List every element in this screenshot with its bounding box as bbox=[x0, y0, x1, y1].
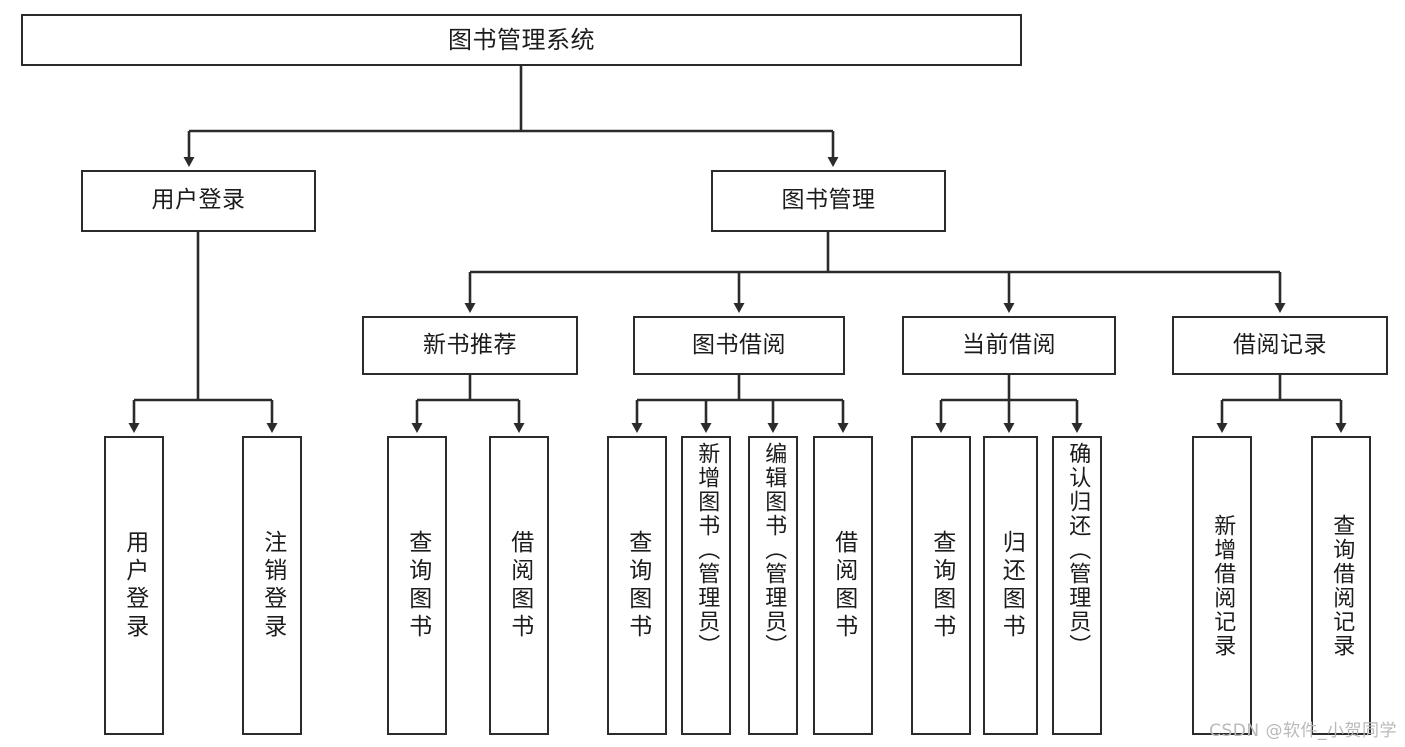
node-label: 借阅图书 bbox=[506, 529, 533, 642]
leaf-logout[interactable]: 注销登录 bbox=[242, 436, 302, 735]
leaf-return-book[interactable]: 归还图书 bbox=[983, 436, 1038, 735]
node-borrow-record[interactable]: 借阅记录 bbox=[1172, 316, 1388, 375]
watermark: CSDN @软件_小贺同学 bbox=[1209, 721, 1397, 741]
node-label: 归还图书 bbox=[998, 529, 1025, 642]
leaf-add-borrow-record[interactable]: 新增借阅记录 bbox=[1192, 436, 1252, 735]
node-new-book-recommend[interactable]: 新书推荐 bbox=[362, 316, 578, 375]
leaf-borrow-book[interactable]: 借阅图书 bbox=[813, 436, 873, 735]
node-label: 借阅记录 bbox=[1233, 331, 1327, 358]
node-book-management[interactable]: 图书管理 bbox=[711, 170, 946, 232]
node-label: 查询图书 bbox=[928, 529, 955, 642]
leaf-add-book-admin[interactable]: 新增图书（管理员） bbox=[681, 436, 731, 735]
node-label: 新书推荐 bbox=[423, 331, 517, 358]
node-label: 编辑图书（管理员） bbox=[761, 442, 787, 658]
leaf-borrow-book-newbook[interactable]: 借阅图书 bbox=[489, 436, 549, 735]
leaf-query-book-borrow[interactable]: 查询图书 bbox=[607, 436, 667, 735]
node-book-borrow[interactable]: 图书借阅 bbox=[633, 316, 845, 375]
node-label: 图书借阅 bbox=[692, 331, 786, 358]
node-user-login[interactable]: 用户登录 bbox=[81, 170, 316, 232]
leaf-query-borrow-record[interactable]: 查询借阅记录 bbox=[1311, 436, 1371, 735]
node-label: 用户登录 bbox=[121, 529, 148, 642]
node-current-borrow[interactable]: 当前借阅 bbox=[902, 316, 1116, 375]
leaf-edit-book-admin[interactable]: 编辑图书（管理员） bbox=[748, 436, 798, 735]
node-label: 注销登录 bbox=[259, 529, 286, 642]
node-label: 查询图书 bbox=[624, 529, 651, 642]
node-label: 当前借阅 bbox=[962, 331, 1056, 358]
node-label: 确认归还（管理员） bbox=[1065, 442, 1091, 658]
node-label: 借阅图书 bbox=[830, 529, 857, 642]
leaf-confirm-return-admin[interactable]: 确认归还（管理员） bbox=[1052, 436, 1102, 735]
node-label: 新增图书（管理员） bbox=[694, 442, 720, 658]
node-label: 图书管理系统 bbox=[448, 25, 595, 54]
node-label: 新增借阅记录 bbox=[1210, 513, 1236, 658]
leaf-user-login[interactable]: 用户登录 bbox=[104, 436, 164, 735]
node-root-system[interactable]: 图书管理系统 bbox=[21, 14, 1022, 66]
node-label: 查询图书 bbox=[404, 529, 431, 642]
leaf-query-book-newbook[interactable]: 查询图书 bbox=[387, 436, 447, 735]
node-label: 图书管理 bbox=[781, 187, 876, 214]
leaf-query-book-current[interactable]: 查询图书 bbox=[911, 436, 971, 735]
node-label: 用户登录 bbox=[151, 187, 246, 214]
node-label: 查询借阅记录 bbox=[1329, 513, 1355, 658]
